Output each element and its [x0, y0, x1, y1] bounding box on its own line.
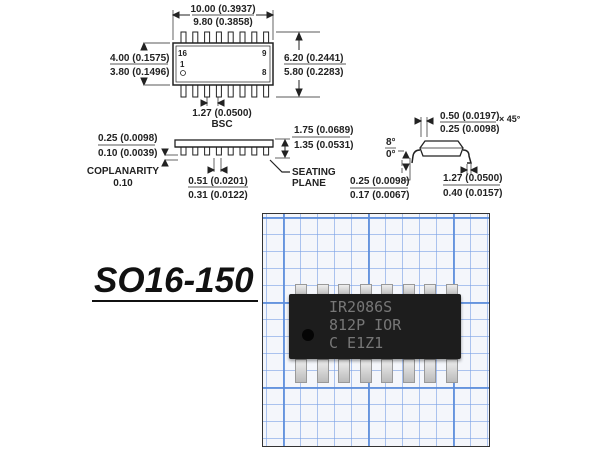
pitch: 1.27 (0.0500) — [192, 108, 252, 119]
pitch-note: BSC — [211, 119, 232, 130]
lead — [295, 359, 307, 383]
lead — [263, 84, 270, 98]
lead — [445, 359, 458, 383]
chamfer-max: 0.50 (0.0197) — [440, 111, 500, 122]
lead — [381, 359, 393, 383]
lead — [359, 359, 372, 383]
lead — [263, 146, 270, 156]
end-view: 0.50 (0.0197) 0.25 (0.0098) × 45° 8° 0° … — [350, 111, 521, 201]
lead — [192, 31, 199, 44]
plane-label: PLANE — [292, 178, 326, 189]
length-min: 9.80 (0.3858) — [193, 17, 253, 28]
chamfer-angle: × 45° — [499, 114, 521, 124]
top-view: 16 9 1 8 10.00 (0.3937) 9.80 (0.3858) 4.… — [110, 4, 346, 130]
lead — [402, 359, 415, 383]
side-view: 0.25 (0.0098) 0.10 (0.0039) COPLANARITY … — [87, 125, 354, 201]
lead — [192, 84, 199, 98]
lead — [204, 146, 211, 156]
lead — [251, 84, 258, 98]
ic-body: IR2086S 812P IOR C E1Z1 — [289, 294, 461, 359]
lead — [227, 31, 234, 44]
thickness-min: 0.17 (0.0067) — [350, 190, 410, 201]
foot-length-max: 1.27 (0.0500) — [443, 173, 503, 184]
pin1-dot — [302, 329, 314, 341]
coplanarity-value: 0.10 — [113, 178, 133, 189]
marking-line-3: C E1Z1 — [329, 334, 384, 352]
width-min: 3.80 (0.1496) — [110, 67, 170, 78]
lead — [180, 84, 187, 98]
chip-photo: IR2086S 812P IOR C E1Z1 — [262, 213, 490, 447]
standoff-max: 0.25 (0.0098) — [98, 133, 158, 144]
pin-8-label: 8 — [262, 68, 267, 77]
lead — [263, 31, 270, 44]
height-max: 1.75 (0.0689) — [294, 125, 354, 136]
foot-length-min: 0.40 (0.0157) — [443, 188, 503, 199]
lead — [239, 31, 246, 44]
lead-width-min: 0.31 (0.0122) — [188, 190, 248, 201]
seating-label: SEATING — [292, 167, 336, 178]
lead — [251, 146, 258, 156]
angle-min: 0° — [386, 149, 396, 160]
thickness-max: 0.25 (0.0098) — [350, 176, 410, 187]
lead — [204, 31, 211, 44]
overall-width-max: 6.20 (0.2441) — [284, 53, 344, 64]
overall-width-min: 5.80 (0.2283) — [284, 67, 344, 78]
lead — [192, 146, 199, 156]
lead — [424, 359, 436, 383]
standoff-min: 0.10 (0.0039) — [98, 148, 158, 159]
package-title: SO16-150 — [92, 262, 258, 302]
lead — [215, 84, 222, 98]
lead — [239, 84, 246, 98]
lead — [215, 31, 222, 44]
length-max: 10.00 (0.3937) — [190, 4, 255, 15]
lead — [215, 146, 222, 156]
angle-max: 8° — [386, 137, 396, 148]
width-max: 4.00 (0.1575) — [110, 53, 170, 64]
chamfer-min: 0.25 (0.0098) — [440, 124, 500, 135]
lead — [316, 359, 329, 383]
pin-16-label: 16 — [178, 49, 187, 58]
lead — [251, 31, 258, 44]
height-min: 1.35 (0.0531) — [294, 140, 354, 151]
lead — [180, 31, 187, 44]
marking-line-2: 812P IOR — [329, 316, 402, 334]
coplanarity-label: COPLANARITY — [87, 166, 160, 177]
lead — [338, 359, 350, 383]
lead — [204, 84, 211, 98]
lead — [239, 146, 246, 156]
pin-9-label: 9 — [262, 49, 267, 58]
marking-line-1: IR2086S — [329, 298, 393, 316]
lead — [227, 146, 234, 156]
lead — [180, 146, 187, 156]
pin-1-label: 1 — [180, 60, 185, 69]
lead — [227, 84, 234, 98]
lead-width-max: 0.51 (0.0201) — [188, 176, 248, 187]
package-drawing: 16 9 1 8 10.00 (0.3937) 9.80 (0.3858) 4.… — [87, 4, 521, 201]
